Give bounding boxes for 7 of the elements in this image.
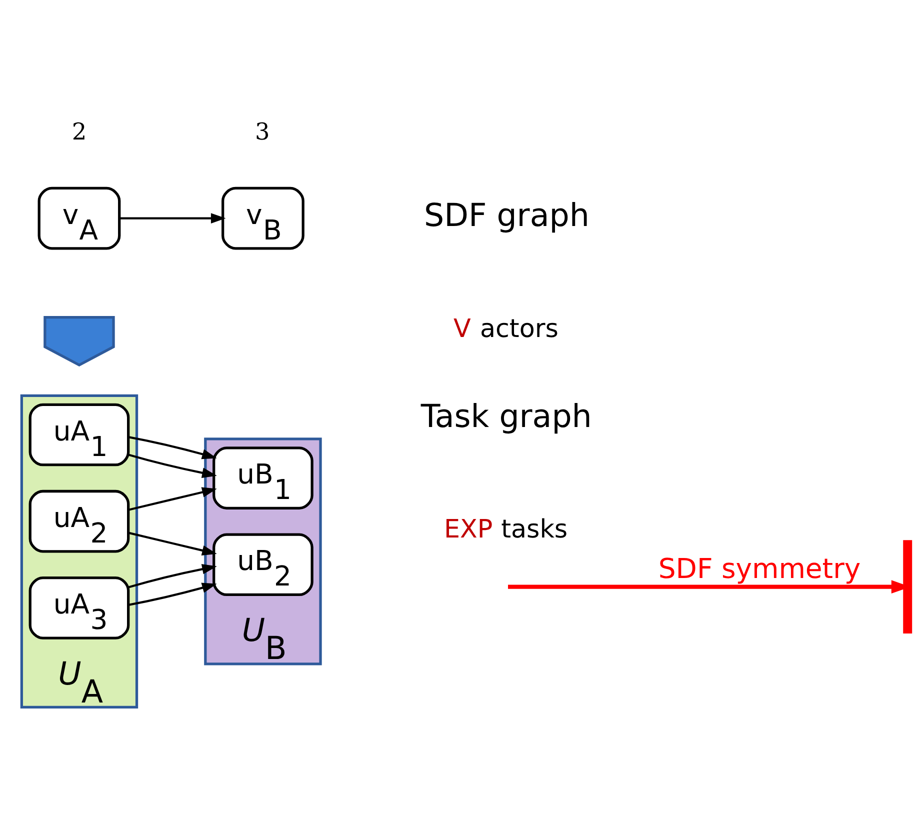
label: V actors <box>453 312 558 343</box>
label: 2 <box>71 118 86 146</box>
label: Task graph <box>420 398 592 435</box>
label: 3 <box>254 118 270 146</box>
label: SDF graph <box>423 198 589 234</box>
edge-label: SDF symmetry <box>658 554 860 586</box>
label: EXP tasks <box>444 513 568 544</box>
